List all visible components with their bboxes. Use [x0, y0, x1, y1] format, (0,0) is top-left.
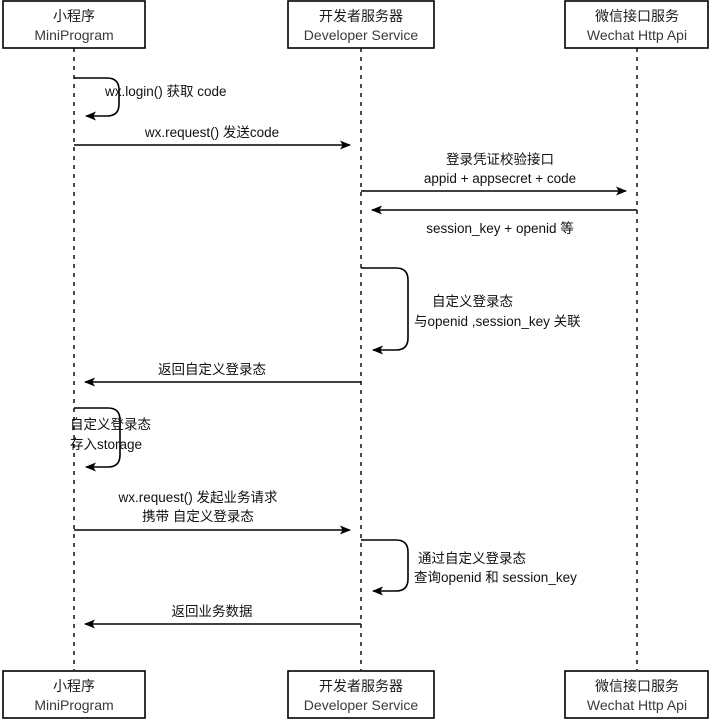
message-m6-return-custom-login-state[interactable]: 返回自定义登录态 — [84, 362, 361, 387]
actor-box-rect — [287, 0, 435, 49]
actor-label-cn: 微信接口服务 — [595, 8, 679, 24]
message-label-line-2: appid + appsecret + code — [424, 171, 576, 186]
message-label-line-1: 返回自定义登录态 — [158, 362, 266, 377]
message-m1-self-login[interactable]: wx.login() 获取 code — [74, 77, 227, 121]
actor-box-wechat-top[interactable]: 微信接口服务 Wechat Http Api — [564, 0, 709, 49]
message-label-line-2: 携带 自定义登录态 — [142, 509, 254, 524]
message-label-line-1: wx.login() 获取 code — [104, 84, 227, 99]
actor-box-rect — [2, 670, 146, 719]
actor-label-cn: 小程序 — [53, 8, 95, 24]
message-m10-return-business-data[interactable]: 返回业务数据 — [84, 604, 361, 629]
message-label-line-2: 查询openid 和 session_key — [414, 570, 577, 585]
actor-label-en: Wechat Http Api — [587, 697, 687, 713]
message-m4-session-key-return[interactable]: session_key + openid 等 — [371, 205, 637, 236]
self-loop-path — [361, 267, 409, 355]
actor-box-wechat-bottom[interactable]: 微信接口服务 Wechat Http Api — [564, 670, 709, 719]
message-label-line-1: 登录凭证校验接口 — [446, 151, 554, 167]
actor-boxes-bottom: 小程序 MiniProgram 开发者服务器 Developer Service… — [2, 670, 709, 719]
message-label-line-1: 自定义登录态 — [70, 417, 151, 432]
message-label-line-1: wx.request() 发起业务请求 — [117, 490, 278, 505]
message-label-line-1: 返回业务数据 — [172, 604, 253, 619]
actor-box-rect — [564, 0, 709, 49]
actor-label-cn: 微信接口服务 — [595, 678, 679, 694]
self-loop-path — [361, 539, 409, 596]
message-m7-self-store-storage[interactable]: 自定义登录态 存入storage — [70, 407, 151, 472]
message-label-line-1: 自定义登录态 — [432, 294, 513, 309]
actor-label-en: Developer Service — [304, 27, 419, 43]
actor-box-rect — [564, 670, 709, 719]
actor-box-miniprogram-top[interactable]: 小程序 MiniProgram — [2, 0, 146, 49]
actor-label-cn: 开发者服务器 — [319, 678, 403, 694]
actor-label-en: MiniProgram — [34, 27, 113, 43]
message-m2-request-send-code[interactable]: wx.request() 发送code — [74, 125, 351, 150]
actor-box-miniprogram-bottom[interactable]: 小程序 MiniProgram — [2, 670, 146, 719]
actor-boxes-top: 小程序 MiniProgram 开发者服务器 Developer Service… — [2, 0, 709, 49]
actor-box-developer-top[interactable]: 开发者服务器 Developer Service — [287, 0, 435, 49]
self-loop-path — [74, 407, 121, 472]
message-m3-code2session[interactable]: 登录凭证校验接口 appid + appsecret + code — [361, 151, 627, 196]
self-loop-path — [74, 77, 120, 121]
actor-box-developer-bottom[interactable]: 开发者服务器 Developer Service — [287, 670, 435, 719]
message-m9-self-query-openid[interactable]: 通过自定义登录态 查询openid 和 session_key — [361, 539, 577, 596]
message-label-line-1: session_key + openid 等 — [426, 220, 573, 236]
message-label-line-2: 存入storage — [70, 437, 142, 452]
message-m5-self-custom-login-state[interactable]: 自定义登录态 与openid ,session_key 关联 — [361, 267, 581, 355]
actor-label-en: Wechat Http Api — [587, 27, 687, 43]
actor-label-cn: 开发者服务器 — [319, 8, 403, 24]
actor-label-en: MiniProgram — [34, 697, 113, 713]
actor-label-en: Developer Service — [304, 697, 419, 713]
actor-label-cn: 小程序 — [53, 678, 95, 694]
message-m8-business-request[interactable]: wx.request() 发起业务请求 携带 自定义登录态 — [74, 490, 351, 535]
actor-box-rect — [2, 0, 146, 49]
message-label-line-1: wx.request() 发送code — [144, 125, 279, 140]
message-label-line-2: 与openid ,session_key 关联 — [414, 314, 581, 329]
message-label-line-1: 通过自定义登录态 — [418, 551, 526, 566]
actor-box-rect — [287, 670, 435, 719]
